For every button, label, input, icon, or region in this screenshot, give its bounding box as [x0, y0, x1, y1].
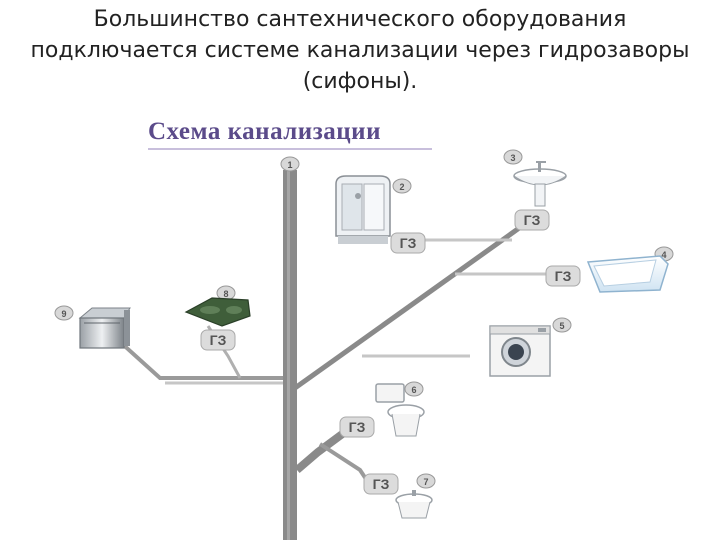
svg-text:7: 7 [423, 477, 428, 487]
svg-text:8: 8 [223, 289, 228, 299]
svg-text:ГЗ: ГЗ [524, 212, 541, 228]
scheme-title-underline [148, 148, 432, 150]
svg-text:2: 2 [399, 182, 404, 192]
marker-9: 9 [54, 305, 74, 321]
svg-text:1: 1 [287, 160, 292, 170]
svg-text:ГЗ: ГЗ [400, 235, 417, 251]
toilet-icon [375, 383, 425, 437]
svg-text:4: 4 [661, 250, 666, 260]
svg-text:9: 9 [61, 309, 66, 319]
shower-cabin-icon [335, 175, 391, 244]
kitchen-sink-icon [184, 297, 251, 327]
marker-3: 3 [503, 149, 523, 165]
trap-badge-kitchen-sink: ГЗ [200, 329, 236, 351]
washing-machine-icon [489, 325, 551, 377]
trap-badge-bath: ГЗ [545, 265, 581, 287]
trap-badge-shower: ГЗ [390, 232, 426, 254]
slide-title-line-3: (сифоны). [302, 69, 418, 94]
svg-text:6: 6 [411, 385, 416, 395]
trap-badge-toilet: ГЗ [339, 416, 375, 438]
marker-2: 2 [392, 178, 412, 194]
svg-text:ГЗ: ГЗ [373, 476, 390, 492]
svg-text:ГЗ: ГЗ [210, 332, 227, 348]
marker-1: 1 [280, 156, 300, 172]
bathtub-icon [586, 255, 669, 293]
svg-text:3: 3 [510, 153, 515, 163]
trap-badge-bidet: ГЗ [363, 473, 399, 495]
dishwasher-icon [78, 307, 131, 349]
washbasin-icon [513, 161, 567, 207]
svg-text:5: 5 [559, 321, 564, 331]
svg-text:ГЗ: ГЗ [555, 268, 572, 284]
trap-badge-sink: ГЗ [514, 209, 550, 231]
scheme-title: Схема канализации [148, 118, 381, 145]
svg-text:ГЗ: ГЗ [349, 419, 366, 435]
riser-highlight [287, 170, 290, 540]
branch-pipe-toilet [294, 428, 348, 474]
marker-6: 6 [404, 381, 424, 397]
marker-7: 7 [416, 473, 436, 489]
branch-pipe-sink [293, 223, 524, 391]
slide-title-line-2: подключается системе канализации через г… [30, 38, 690, 63]
branch-pipe-dishwasher [116, 338, 283, 380]
marker-5: 5 [552, 317, 572, 333]
slide-title: Большинство сантехнического оборудования… [0, 4, 720, 97]
slide-title-line-1: Большинство сантехнического оборудования [93, 7, 627, 32]
bidet-icon [395, 490, 433, 519]
